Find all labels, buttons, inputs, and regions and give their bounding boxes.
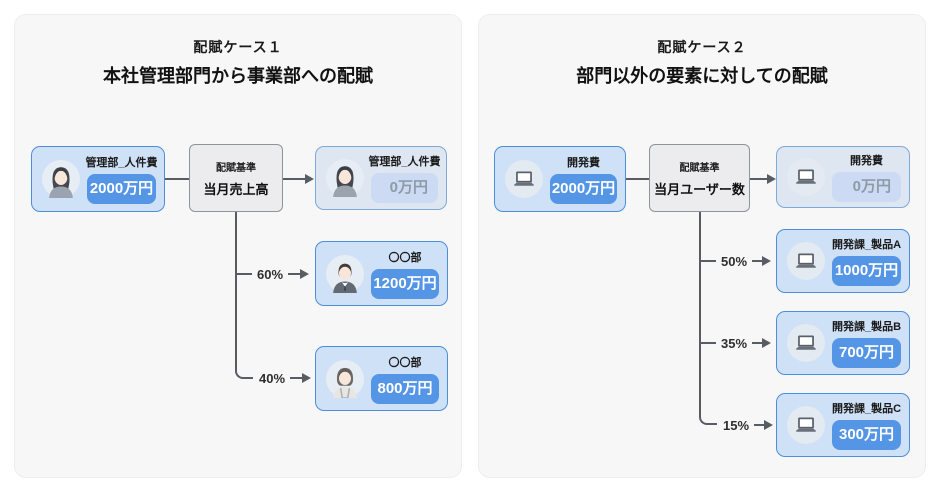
branch-40: 40% bbox=[254, 368, 312, 388]
basis-node: 配賦基準 当月ユーザー数 bbox=[649, 144, 750, 212]
branch-15: 15% bbox=[718, 415, 774, 435]
connector-line bbox=[752, 342, 763, 344]
connector-line bbox=[750, 178, 767, 180]
laptop-icon bbox=[787, 242, 825, 280]
node-label: 開発課_製品B bbox=[831, 321, 902, 333]
laptop-icon bbox=[787, 324, 825, 362]
connector-line bbox=[283, 178, 305, 180]
amount-pill: 0万円 bbox=[371, 173, 438, 203]
node-content: 開発課_製品A 1000万円 bbox=[832, 236, 901, 286]
node-label: 管理部_人件費 bbox=[85, 157, 158, 169]
laptop-icon bbox=[787, 158, 825, 196]
case-title: 配賦ケース２ bbox=[657, 39, 747, 55]
basis-caption: 配賦基準 bbox=[679, 162, 720, 174]
basis-node: 配賦基準 当月売上高 bbox=[189, 144, 283, 212]
source-node: 開発費 2000万円 bbox=[494, 146, 626, 212]
node-label: 開発課_製品C bbox=[831, 403, 902, 415]
node-content: 開発費 2000万円 bbox=[550, 154, 617, 204]
arrow-right-icon bbox=[300, 269, 310, 279]
amount-pill: 2000万円 bbox=[550, 174, 617, 204]
arrow-connector bbox=[283, 169, 314, 189]
target-node: 開発課_製品B 700万円 bbox=[776, 311, 910, 375]
amount-pill: 0万円 bbox=[832, 172, 901, 202]
branch-60: 60% bbox=[236, 264, 310, 284]
amount-pill: 2000万円 bbox=[87, 174, 156, 204]
connector-line bbox=[754, 424, 765, 426]
connector-line bbox=[700, 260, 716, 262]
panel-case-1: 配賦ケース１ 本社管理部門から事業部への配賦 管理部_人件費 2000万円 配賦… bbox=[14, 14, 462, 478]
target-node: 開発課_製品C 300万円 bbox=[776, 393, 910, 457]
percent-label: 60% bbox=[257, 266, 284, 282]
node-label: 開発費 bbox=[567, 157, 600, 169]
node-label: 開発課_製品A bbox=[831, 239, 902, 251]
laptop-icon bbox=[505, 160, 543, 198]
percent-label: 40% bbox=[259, 370, 286, 386]
target-node: 〇〇部 1200万円 bbox=[315, 241, 448, 306]
branch-trunk-line bbox=[699, 212, 717, 425]
amount-pill: 300万円 bbox=[832, 420, 901, 450]
percent-label: 15% bbox=[723, 417, 750, 433]
node-label: 〇〇部 bbox=[388, 356, 422, 369]
branch-35: 35% bbox=[700, 333, 772, 353]
woman-avatar-icon bbox=[326, 159, 364, 197]
panel-case-2: 配賦ケース２ 部門以外の要素に対しての配賦 開発費 2000万円 配賦基準 当月… bbox=[478, 14, 926, 478]
case-title: 配賦ケース１ bbox=[193, 39, 283, 55]
man-avatar-icon bbox=[326, 254, 364, 293]
amount-pill: 1200万円 bbox=[371, 268, 439, 299]
amount-pill: 800万円 bbox=[371, 373, 439, 404]
target-node: 管理部_人件費 0万円 bbox=[315, 146, 447, 210]
node-label: 開発費 bbox=[850, 155, 883, 167]
arrow-right-icon bbox=[302, 373, 312, 383]
arrow-right-icon bbox=[764, 420, 774, 430]
target-node: 開発課_製品A 1000万円 bbox=[776, 229, 910, 293]
node-content: 管理部_人件費 2000万円 bbox=[85, 154, 158, 204]
case-subtitle: 部門以外の要素に対しての配賦 bbox=[576, 66, 828, 86]
node-label: 管理部_人件費 bbox=[368, 156, 441, 168]
target-node: 〇〇部 800万円 bbox=[315, 346, 448, 411]
woman-avatar-icon bbox=[42, 160, 80, 198]
laptop-icon bbox=[787, 406, 825, 444]
amount-pill: 1000万円 bbox=[832, 256, 901, 286]
connector-line bbox=[290, 377, 303, 379]
case-subtitle: 本社管理部門から事業部への配賦 bbox=[103, 66, 373, 86]
basis-label: 当月ユーザー数 bbox=[654, 181, 745, 197]
node-content: 管理部_人件費 0万円 bbox=[368, 153, 441, 203]
connector-line bbox=[165, 178, 189, 180]
percent-label: 35% bbox=[721, 335, 748, 351]
node-content: 〇〇部 800万円 bbox=[371, 354, 439, 404]
branch-50: 50% bbox=[700, 251, 772, 271]
source-node: 管理部_人件費 2000万円 bbox=[31, 146, 165, 212]
connector-line bbox=[288, 273, 301, 275]
percent-label: 50% bbox=[721, 253, 748, 269]
arrow-right-icon bbox=[762, 256, 772, 266]
connector-line bbox=[236, 273, 252, 275]
connector-line bbox=[700, 342, 716, 344]
basis-label: 当月売上高 bbox=[203, 181, 269, 197]
arrow-right-icon bbox=[762, 338, 772, 348]
amount-pill: 700万円 bbox=[832, 338, 901, 368]
woman2-avatar-icon bbox=[326, 359, 364, 398]
arrow-right-icon bbox=[767, 174, 776, 184]
connector-line bbox=[752, 260, 763, 262]
connector-line bbox=[626, 178, 649, 180]
node-content: 開発費 0万円 bbox=[832, 152, 901, 202]
node-content: 開発課_製品B 700万円 bbox=[832, 318, 901, 368]
node-content: 開発課_製品C 300万円 bbox=[832, 400, 901, 450]
basis-caption: 配賦基準 bbox=[216, 162, 256, 174]
branch-trunk-line bbox=[235, 212, 253, 379]
node-label: 〇〇部 bbox=[388, 251, 422, 264]
node-content: 〇〇部 1200万円 bbox=[371, 249, 439, 299]
arrow-connector bbox=[750, 169, 776, 189]
target-node: 開発費 0万円 bbox=[776, 146, 910, 208]
arrow-right-icon bbox=[305, 174, 314, 184]
